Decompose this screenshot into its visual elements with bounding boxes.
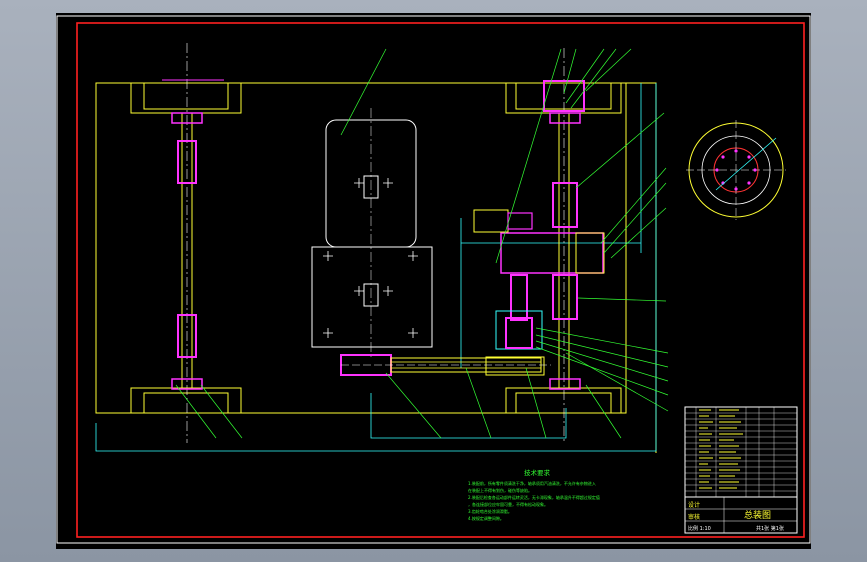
flange-bolt-holes (715, 149, 757, 191)
small-motor (473, 209, 509, 233)
leader-belt-2 (465, 367, 492, 439)
notes-line-2: 在装配上不得有划伤，碰伤等缺陷。 (468, 487, 532, 493)
aux-line-bottom (95, 83, 657, 452)
base-frame-outline (95, 82, 627, 414)
belt-pulley-right (485, 356, 545, 376)
left-shaft-assembly (162, 43, 224, 443)
motor-assembly (311, 108, 433, 358)
top-left-wheel (143, 82, 229, 110)
technical-notes: 技术要求 1.装配前，所有零件须清洗干净，轴承须用汽油清洗，不允许有杂物进入 在… (468, 468, 600, 521)
left-coupling-top (177, 140, 197, 184)
left-gear-column (510, 274, 528, 321)
bottom-right-housing (505, 387, 622, 414)
right-coupling-bottom (552, 274, 578, 320)
outer-frame (56, 15, 811, 544)
title-block-checker-label: 审核 (688, 513, 700, 521)
leader-11 (535, 327, 669, 354)
title-block-sheet: 共1张 第1张 (756, 525, 784, 532)
title-block-designer-label: 设计 (688, 501, 700, 509)
leader-belt-1 (385, 372, 442, 439)
inner-frame (76, 22, 805, 538)
right-shaft-assembly (473, 48, 605, 443)
bottom-right-wheel (515, 392, 612, 414)
left-bearing-bottom (171, 378, 203, 390)
leader-4 (570, 48, 617, 109)
motor-base (311, 246, 433, 348)
leader-15 (565, 352, 669, 412)
leader-bl-2 (200, 384, 243, 439)
right-coupling-top (552, 182, 578, 228)
leader-2 (563, 48, 577, 94)
leader-7 (600, 167, 667, 244)
parts-list-text-marks (699, 409, 743, 489)
left-coupling-bottom (177, 314, 197, 358)
left-bearing-top (171, 112, 203, 124)
notes-line-6: 4.按规定调整间隙。 (468, 515, 504, 521)
motor-cross-marks (323, 178, 418, 338)
cad-viewport[interactable]: 技术要求 1.装配前，所有零件须清洗干净，轴承须用汽油清洗，不允许有杂物进入 在… (56, 13, 811, 549)
leader-14 (535, 346, 669, 396)
notes-title: 技术要求 (524, 468, 551, 477)
leader-1 (495, 48, 562, 264)
leader-motor (340, 48, 387, 136)
leader-9 (610, 207, 667, 259)
leader-bl-1 (175, 384, 217, 439)
right-bearing-bottom (549, 378, 581, 390)
leader-br (585, 384, 622, 439)
parts-list-rows (685, 407, 797, 497)
aux-line-mid (370, 393, 567, 439)
lower-gear (505, 317, 533, 349)
auxiliary-lines (95, 83, 657, 452)
right-bearing-mid (549, 112, 581, 124)
leader-12 (535, 334, 669, 368)
belt-drive (340, 354, 551, 376)
leader-belt-3 (525, 367, 547, 439)
lower-gearbox (495, 310, 543, 350)
leader-5 (585, 48, 632, 92)
title-block-scale: 比例 1:10 (688, 525, 711, 532)
assembly-drawing: 技术要求 1.装配前，所有零件须清洗干净，轴承须用汽油清洗，不允许有杂物进入 在… (56, 15, 811, 544)
leader-3 (565, 48, 605, 104)
leader-13 (535, 340, 669, 382)
notes-line-1: 1.装配前，所有零件须清洗干净，轴承须用汽油清洗，不允许有杂物进入 (468, 480, 596, 486)
title-block: 设计 审核 总装图 比例 1:10 共1张 第1张 (684, 406, 798, 534)
title-block-frame (684, 496, 798, 534)
leader-lines (175, 48, 669, 439)
bottom-left-wheel (143, 392, 229, 414)
bottom-left-housing (130, 387, 242, 414)
base-frame (95, 82, 657, 453)
notes-line-3: 2.装配后检查各运动部件运转灵活，无卡滞现象，轴承温升不得超过规定值 (468, 494, 600, 500)
notes-line-5: 3.齿轮啮合处涂润滑脂。 (468, 508, 512, 514)
flange-dimension-line (715, 137, 777, 191)
notes-line-4: ，各连接部位应牢固可靠，不得有松动现象。 (468, 501, 548, 507)
leader-10 (577, 297, 667, 302)
small-motor-flange (507, 212, 533, 230)
drawing-frame (56, 15, 811, 544)
top-right-wheel (515, 82, 612, 110)
leader-6 (575, 112, 665, 189)
leader-8 (603, 182, 667, 254)
right-top-bearing (543, 80, 585, 112)
gearbox-housing (500, 232, 604, 274)
side-view-flange (686, 120, 786, 220)
drawing-name: 总装图 (744, 509, 771, 521)
gearbox-cover (575, 232, 605, 274)
